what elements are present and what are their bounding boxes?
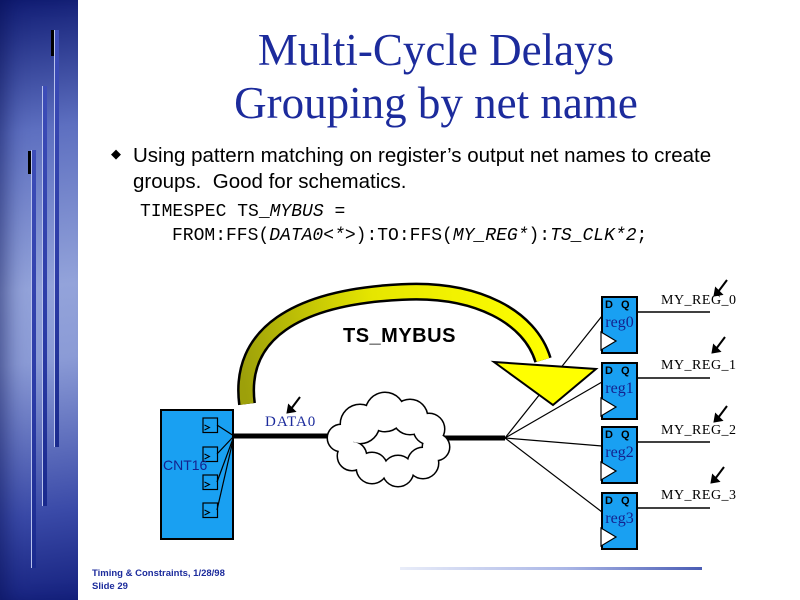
footer-line-2: Slide 29 [92,581,128,592]
decor-stripe [31,150,36,568]
register-name: reg0 [605,314,634,331]
code-segment: TIMESPEC TS_ [140,202,270,222]
title-line-2: Grouping by net name [234,78,638,128]
cnt16-label: CNT16 [163,457,208,473]
code-line-1: TIMESPEC TS_MYBUS = [140,202,345,222]
register-boxes [600,296,638,550]
pin-q-label: Q [621,365,630,377]
timespec-label: TS_MYBUS [343,325,456,347]
register-name: reg2 [605,444,634,461]
fanout-lines [504,315,603,513]
pointer-arrow [710,466,725,484]
register-name: reg1 [605,380,634,397]
code-segment: DATA0<*> [269,226,356,246]
bullet-item: ◆ Using pattern matching on register’s o… [109,143,725,194]
fanin-lines [216,424,235,511]
bullet-diamond-icon: ◆ [111,146,121,161]
flipflop-cell [202,417,219,434]
register-name: reg3 [605,510,634,527]
net-cloud [326,391,451,488]
bullet-text: Using pattern matching on register’s out… [133,144,712,193]
footer-divider [400,567,702,570]
pin-d-label: D [605,365,613,377]
register-box [600,362,638,420]
pin-d-label: D [605,429,613,441]
bus-label: DATA0 [265,414,317,430]
decor-tick [51,30,54,56]
pin-q-label: Q [621,299,630,311]
decor-tick [28,151,31,174]
footer-line-1: Timing & Constraints, 1/28/98 [92,568,225,579]
sidebar-decoration [0,0,78,600]
flipflop-cell [202,502,219,519]
code-line-2: FROM:FFS(DATA0<*>):TO:FFS(MY_REG*):TS_CL… [172,226,647,246]
net-name-label: MY_REG_1 [661,358,737,373]
code-segment: ):TO:FFS( [355,226,453,246]
code-segment: ): [528,226,551,246]
slide-title: Multi-Cycle Delays Grouping by net name [84,24,788,130]
arrowhead [490,360,599,407]
cnt16-block [160,409,234,540]
code-segment: ; [636,226,648,246]
timespec-arrow [237,282,599,407]
title-line-1: Multi-Cycle Delays [257,25,615,75]
pointer-arrow [713,279,728,297]
pin-q-label: Q [621,495,630,507]
pointer-arrow [711,336,726,354]
slide-footer: Timing & Constraints, 1/28/98 Slide 29 [92,567,225,593]
decor-stripe [42,86,47,506]
flipflop-cell [202,474,219,491]
decor-stripe [54,30,59,447]
register-box [600,426,638,484]
code-segment: FROM:FFS( [172,226,270,246]
net-name-label: MY_REG_3 [661,488,737,503]
pin-d-label: D [605,299,613,311]
net-lines [637,311,710,509]
pin-d-label: D [605,495,613,507]
code-segment: MYBUS [269,202,324,222]
register-box [600,296,638,354]
pointer-arrows [286,279,728,484]
code-segment: = [323,202,346,222]
register-box [600,492,638,550]
code-segment: MY_REG* [452,226,529,246]
net-name-label: MY_REG_0 [661,293,737,308]
pointer-arrow [713,405,728,423]
pointer-arrow [286,396,301,414]
code-segment: TS_CLK*2 [550,226,637,246]
pin-q-label: Q [621,429,630,441]
net-name-label: MY_REG_2 [661,423,737,438]
